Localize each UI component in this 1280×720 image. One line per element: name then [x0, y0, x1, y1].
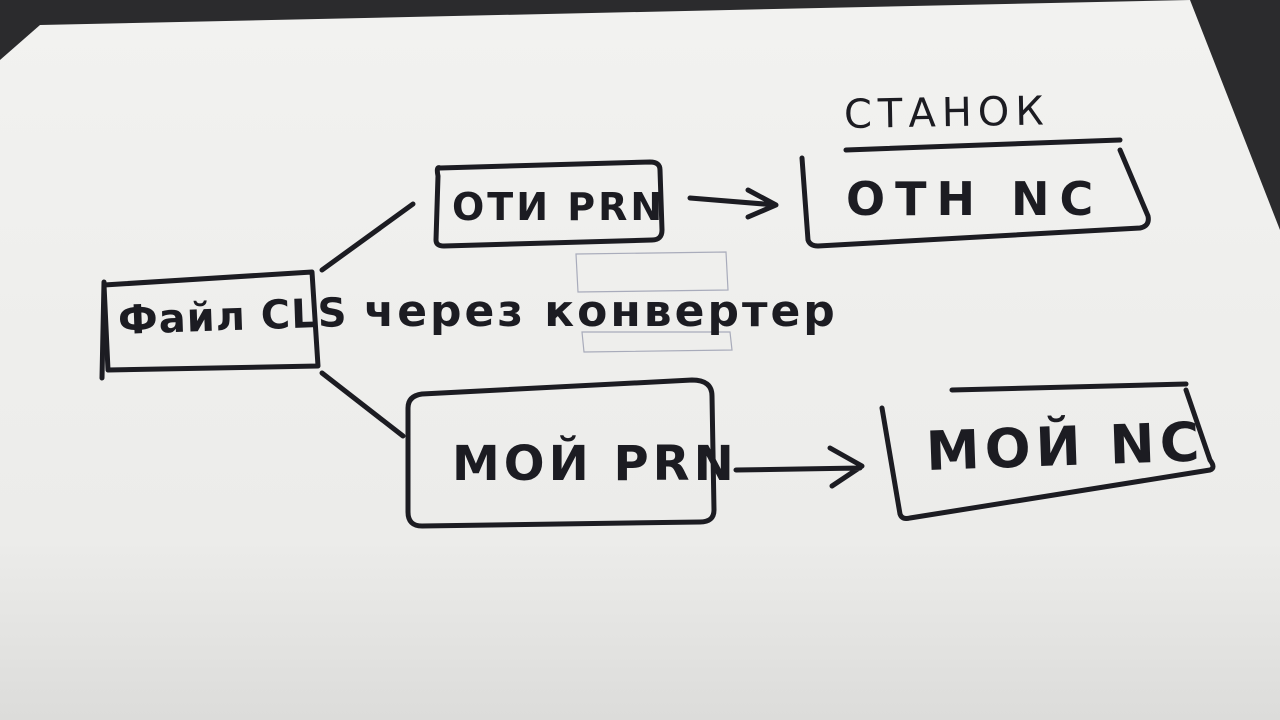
connector-line-top — [319, 201, 416, 273]
bottom-arrow — [733, 445, 865, 489]
pencil-sketch-top — [575, 251, 729, 293]
bottom-nc-node-box — [879, 381, 1216, 521]
source-node-label: Файл CLS — [117, 290, 349, 344]
source-node-box — [101, 269, 321, 373]
top-arrow — [687, 187, 779, 220]
bottom-prn-node-box — [405, 377, 717, 529]
pencil-sketch-bottom — [581, 331, 733, 353]
top-nc-node-label: ОТН NC — [846, 172, 1104, 226]
bottom-nc-node-label: МОЙ NC — [924, 410, 1206, 483]
top-nc-node-box — [799, 137, 1151, 249]
top-prn-node-box — [433, 159, 665, 249]
machine-label: СТАНОК — [843, 88, 1051, 138]
middle-converter-label: через конвертер — [364, 286, 838, 337]
top-prn-node-label: ОТИ PRN — [452, 185, 666, 229]
bottom-prn-node-label: МОЙ PRN — [452, 436, 738, 492]
source-node-box-edge — [99, 279, 107, 381]
connector-line-bottom — [319, 370, 406, 439]
